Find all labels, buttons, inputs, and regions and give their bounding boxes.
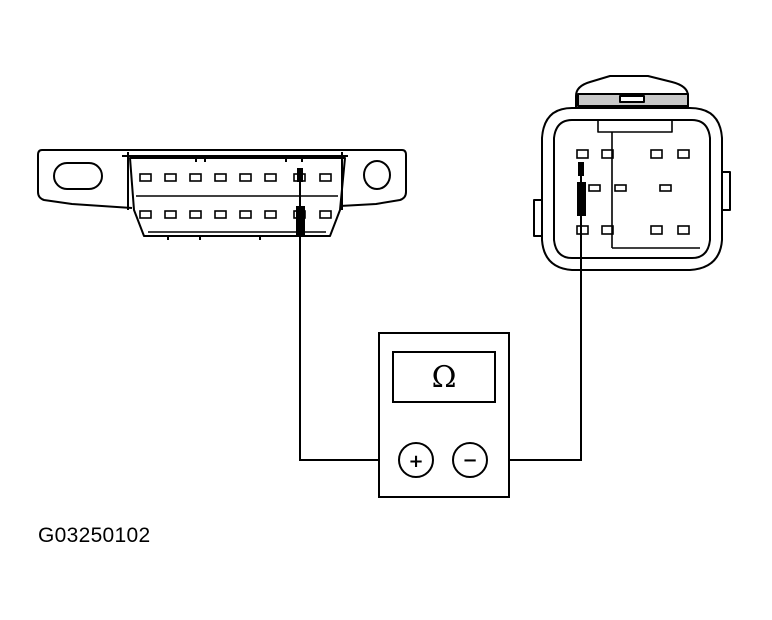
ohmmeter: Ω + −	[378, 332, 510, 498]
dlc-pin	[214, 210, 227, 219]
dlc-pin	[189, 173, 202, 182]
dlc-pin	[239, 173, 252, 182]
dlc-right-mount-hole	[363, 160, 391, 190]
negative-terminal	[452, 442, 488, 478]
connector-pin	[601, 149, 614, 159]
connector-pin	[601, 225, 614, 235]
positive-lead-wire	[299, 236, 398, 461]
dlc-pins	[139, 173, 332, 219]
positive-terminal-label: +	[408, 451, 423, 472]
component-probe	[577, 162, 586, 216]
figure-id: G03250102	[38, 524, 151, 547]
dlc-pin	[319, 210, 332, 219]
connector-pin	[614, 184, 627, 192]
dlc-pin	[164, 210, 177, 219]
dlc-left-mount-hole	[53, 162, 103, 190]
dlc-body	[129, 157, 346, 237]
dlc-right-ear	[338, 149, 407, 207]
positive-terminal	[398, 442, 434, 478]
test-leads	[299, 216, 582, 461]
dlc-pin	[264, 210, 277, 219]
connector-pin	[650, 225, 663, 235]
connector-pin	[659, 184, 672, 192]
ohmmeter-display	[392, 351, 496, 403]
dlc-left-ear	[37, 149, 133, 209]
connector-pin	[588, 184, 601, 192]
dlc-pin	[139, 173, 152, 182]
connector-pin	[677, 225, 690, 235]
dlc-probe	[296, 168, 305, 236]
connector-pin	[650, 149, 663, 159]
connector-pin	[677, 149, 690, 159]
dlc-pin	[264, 173, 277, 182]
dlc-pin	[189, 210, 202, 219]
dlc-pin	[319, 173, 332, 182]
dlc-pin	[164, 173, 177, 182]
dlc-pin	[139, 210, 152, 219]
negative-terminal-label: −	[462, 450, 477, 471]
dlc-pin	[214, 173, 227, 182]
component-pins	[576, 149, 690, 235]
dlc-connector	[37, 149, 407, 240]
connector-housing	[541, 107, 723, 271]
connector-pin	[576, 149, 589, 159]
connector-latch	[575, 75, 689, 108]
component-connector	[533, 75, 731, 271]
ohm-symbol: Ω	[432, 360, 457, 395]
negative-lead-wire	[490, 216, 582, 461]
connector-pin	[576, 225, 589, 235]
dlc-pin	[239, 210, 252, 219]
